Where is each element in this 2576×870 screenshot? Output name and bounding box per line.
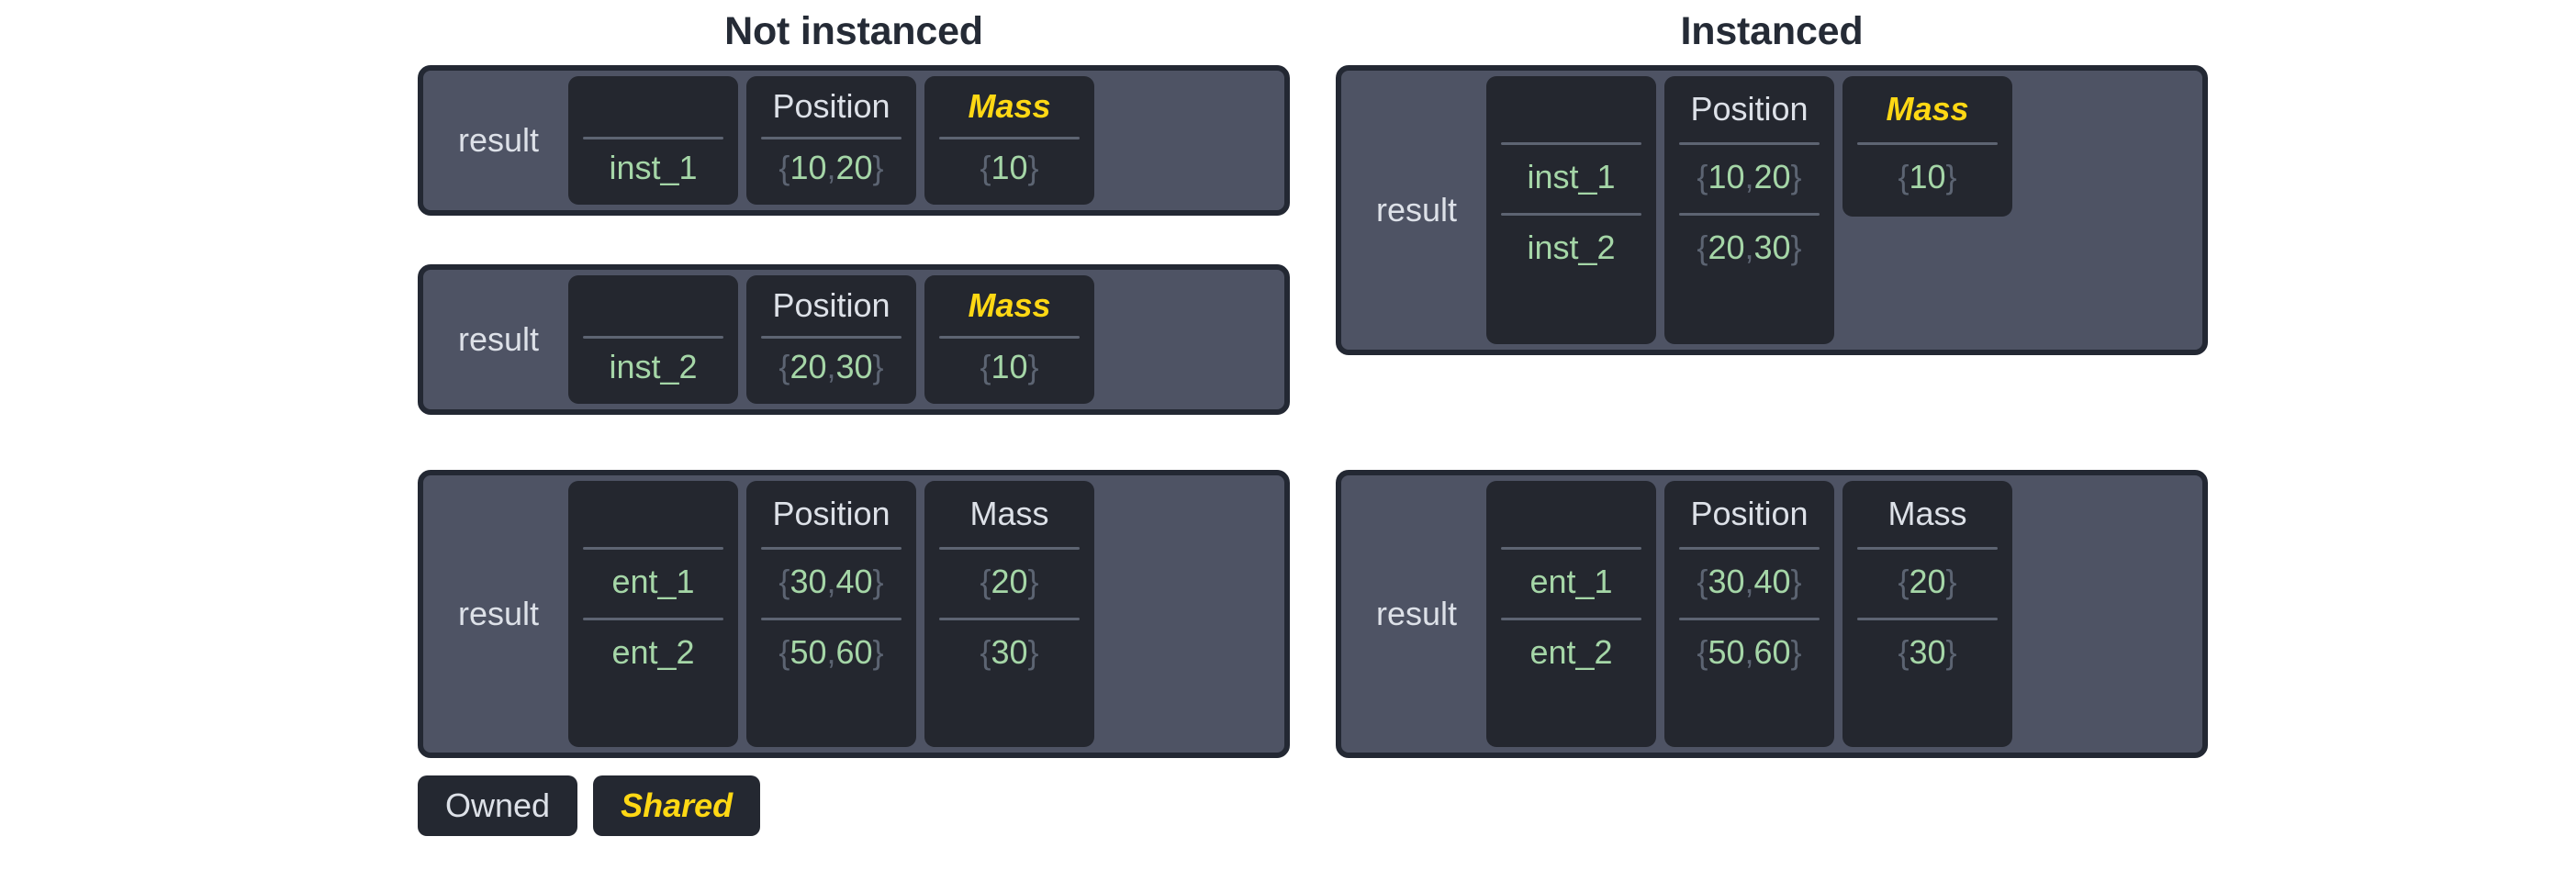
column-group: inst_1 inst_2 Position {10, 20} {20, 30}… bbox=[1486, 76, 2197, 344]
position-value: {50, 60} bbox=[778, 633, 884, 671]
row-separator bbox=[1501, 213, 1641, 216]
position-column: Position {30, 40} {50, 60} bbox=[746, 481, 916, 747]
archetype-box-instanced-instances[interactable]: result inst_1 inst_2 Position {10, 20} {… bbox=[1336, 65, 2208, 355]
legend-chip-owned: Owned bbox=[418, 775, 578, 837]
header-separator bbox=[939, 336, 1080, 339]
column-group: inst_2 Position {20, 30} Mass {10} bbox=[568, 275, 1279, 404]
header-separator bbox=[1679, 547, 1820, 550]
header-separator bbox=[939, 547, 1080, 550]
entity-name-header bbox=[568, 284, 738, 327]
entity-name-value: inst_2 bbox=[1527, 229, 1616, 266]
column-title-instanced: Instanced bbox=[1680, 9, 1864, 53]
mass-value: {10} bbox=[980, 348, 1039, 386]
position-value: {20, 30} bbox=[1697, 229, 1802, 266]
entity-name-header bbox=[1486, 490, 1656, 538]
entity-name-value: ent_2 bbox=[611, 633, 695, 671]
row-separator bbox=[1501, 618, 1641, 620]
row-separator bbox=[939, 618, 1080, 620]
result-label: result bbox=[457, 320, 540, 358]
mass-header: Mass bbox=[969, 495, 1049, 532]
header-separator bbox=[583, 137, 723, 139]
entity-name-value: inst_2 bbox=[609, 348, 698, 386]
mass-header: Mass bbox=[1887, 495, 1967, 532]
mass-value: {20} bbox=[1898, 563, 1957, 600]
legend: Owned Shared bbox=[418, 775, 761, 837]
mass-column: Mass {20} {30} bbox=[1842, 481, 2012, 747]
header-separator bbox=[1501, 142, 1641, 145]
mass-column: Mass {10} bbox=[924, 275, 1094, 404]
column-title-not-instanced: Not instanced bbox=[724, 9, 983, 53]
position-value: {10, 20} bbox=[778, 149, 884, 187]
row-separator bbox=[583, 618, 723, 620]
position-header: Position bbox=[772, 87, 890, 125]
header-separator bbox=[939, 137, 1080, 139]
mass-header-shared: Mass bbox=[1886, 90, 1969, 128]
entity-name-column: ent_1 ent_2 bbox=[568, 481, 738, 747]
archetype-box-not-instanced-inst1[interactable]: result inst_1 Position {10, 20} Mass {10… bbox=[418, 65, 1290, 216]
header-separator bbox=[1501, 547, 1641, 550]
position-column: Position {10, 20} {20, 30} bbox=[1664, 76, 1834, 344]
position-header: Position bbox=[772, 286, 890, 324]
header-separator bbox=[761, 137, 902, 139]
entity-name-header bbox=[568, 85, 738, 128]
mass-column: Mass {10} bbox=[924, 76, 1094, 205]
result-label: result bbox=[1375, 595, 1458, 632]
position-value: {30, 40} bbox=[778, 563, 884, 600]
position-header: Position bbox=[772, 495, 890, 532]
entity-name-value: inst_1 bbox=[609, 149, 698, 187]
header-separator bbox=[583, 547, 723, 550]
position-column: Position {20, 30} bbox=[746, 275, 916, 404]
entity-name-value: ent_2 bbox=[1529, 633, 1613, 671]
column-group: inst_1 Position {10, 20} Mass {10} bbox=[568, 76, 1279, 205]
mass-header-shared: Mass bbox=[968, 87, 1051, 125]
header-separator bbox=[1857, 142, 1998, 145]
header-separator bbox=[583, 336, 723, 339]
header-separator bbox=[761, 336, 902, 339]
mass-value: {20} bbox=[980, 563, 1039, 600]
entity-name-value: inst_1 bbox=[1527, 158, 1616, 195]
mass-value-shared: {10} bbox=[1898, 158, 1957, 195]
archetype-box-not-instanced-inst2[interactable]: result inst_2 Position {20, 30} Mass {10… bbox=[418, 264, 1290, 415]
entity-name-column: inst_2 bbox=[568, 275, 738, 404]
entity-name-header bbox=[568, 490, 738, 538]
result-label: result bbox=[457, 595, 540, 632]
position-value: {10, 20} bbox=[1697, 158, 1802, 195]
position-header: Position bbox=[1690, 90, 1809, 128]
archetype-box-not-instanced-entities[interactable]: result ent_1 ent_2 Position {30, 40} {50… bbox=[418, 470, 1290, 758]
archetype-box-instanced-entities[interactable]: result ent_1 ent_2 Position {30, 40} {50… bbox=[1336, 470, 2208, 758]
row-separator bbox=[1857, 618, 1998, 620]
position-value: {20, 30} bbox=[778, 348, 884, 386]
entity-name-header bbox=[1486, 85, 1656, 133]
result-label: result bbox=[457, 121, 540, 159]
entity-name-column: inst_1 bbox=[568, 76, 738, 205]
header-separator bbox=[1679, 142, 1820, 145]
entity-name-value: ent_1 bbox=[1529, 563, 1613, 600]
header-separator bbox=[761, 547, 902, 550]
entity-name-column: ent_1 ent_2 bbox=[1486, 481, 1656, 747]
column-group: ent_1 ent_2 Position {30, 40} {50, 60} M… bbox=[568, 481, 1279, 747]
row-separator bbox=[761, 618, 902, 620]
mass-value: {30} bbox=[980, 633, 1039, 671]
row-separator bbox=[1679, 213, 1820, 216]
column-group: ent_1 ent_2 Position {30, 40} {50, 60} M… bbox=[1486, 481, 2197, 747]
position-header: Position bbox=[1690, 495, 1809, 532]
mass-column: Mass {20} {30} bbox=[924, 481, 1094, 747]
position-value: {30, 40} bbox=[1697, 563, 1802, 600]
position-column: Position {30, 40} {50, 60} bbox=[1664, 481, 1834, 747]
entity-name-value: ent_1 bbox=[611, 563, 695, 600]
legend-chip-shared: Shared bbox=[593, 775, 761, 837]
position-value: {50, 60} bbox=[1697, 633, 1802, 671]
mass-column-shared: Mass {10} bbox=[1842, 76, 2012, 217]
position-column: Position {10, 20} bbox=[746, 76, 916, 205]
header-separator bbox=[1857, 547, 1998, 550]
mass-value: {30} bbox=[1898, 633, 1957, 671]
result-label: result bbox=[1375, 191, 1458, 229]
entity-name-column: inst_1 inst_2 bbox=[1486, 76, 1656, 344]
row-separator bbox=[1679, 618, 1820, 620]
mass-header-shared: Mass bbox=[968, 286, 1051, 324]
mass-value: {10} bbox=[980, 149, 1039, 187]
